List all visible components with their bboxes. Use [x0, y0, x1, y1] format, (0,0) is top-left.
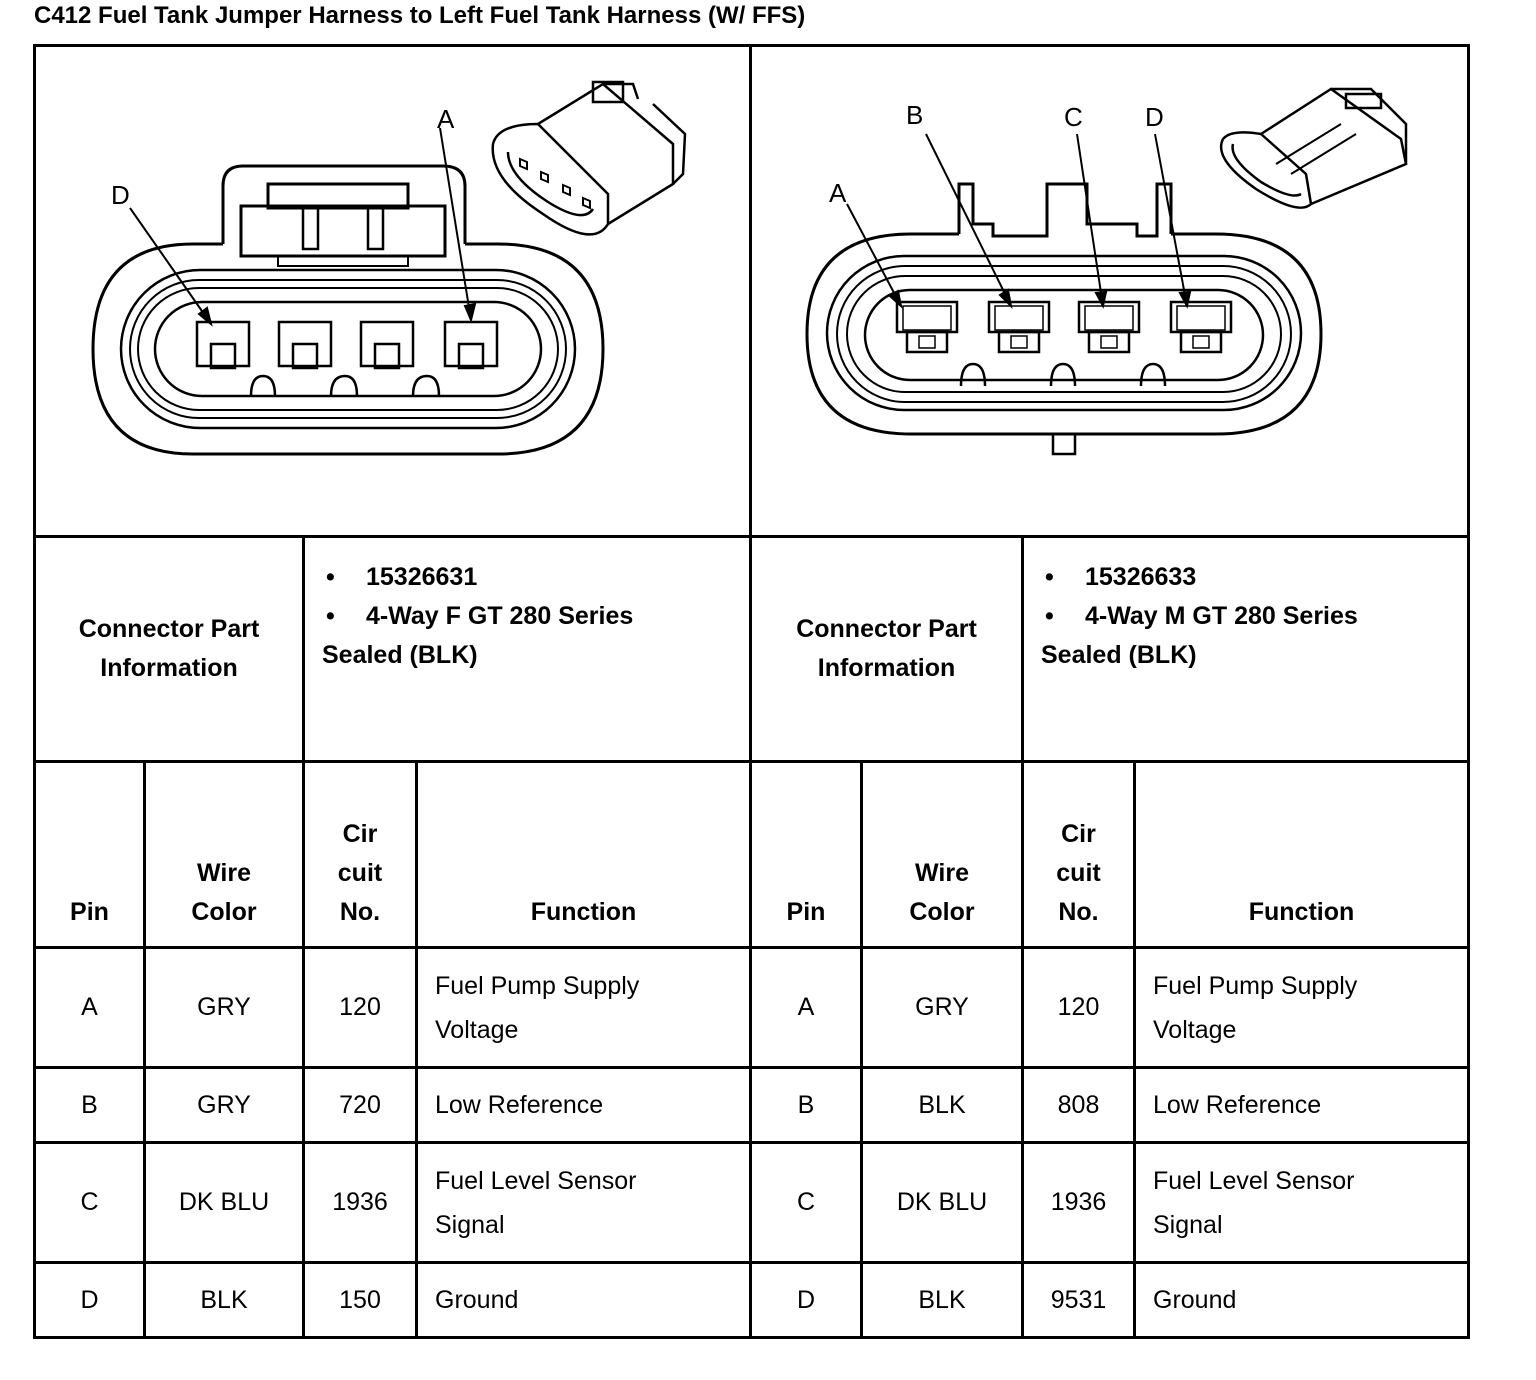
table-cell: DK BLU [896, 1188, 988, 1216]
female-pin-label-d: D [111, 180, 130, 210]
right-part-description-line1: 4-Way M GT 280 Series [1041, 597, 1467, 636]
table-cell: 120 [1057, 993, 1100, 1021]
male-pin-label-b: B [906, 100, 923, 130]
table-cell: A [81, 993, 98, 1021]
table-cell: Fuel Level Sensor Signal [435, 1166, 637, 1239]
table-cell: BLK [200, 1285, 248, 1314]
table-cell: 150 [339, 1285, 381, 1314]
table-cell: A [797, 993, 815, 1021]
table-cell: GRY [915, 993, 969, 1021]
table-cell: GRY [197, 1090, 251, 1119]
table-cell: GRY [197, 993, 251, 1021]
left-connector-part-info-label: Connector Part Information [78, 615, 260, 682]
left-part-description-line1: 4-Way F GT 280 Series [322, 597, 749, 636]
male-pin-label-c: C [1064, 102, 1083, 132]
table-cell: DK BLU [178, 1188, 270, 1216]
table-cell: Ground [1153, 1286, 1237, 1314]
table-cell: C [80, 1188, 99, 1216]
female-connector-iso-icon [491, 80, 687, 236]
table-cell: Ground [435, 1286, 519, 1314]
table-cell: 808 [1057, 1090, 1100, 1119]
table-cell: BLK [918, 1285, 966, 1314]
right-header-function: Function [1248, 898, 1355, 926]
table-cell: BLK [918, 1090, 966, 1119]
right-header-pin: Pin [786, 898, 826, 926]
right-header-circuit-no: Cir cuit No. [1056, 820, 1101, 926]
table-cell: Fuel Level Sensor Signal [1153, 1166, 1355, 1239]
table-cell: 1936 [1050, 1188, 1107, 1216]
right-connector-part-info-label: Connector Part Information [796, 615, 977, 682]
table-cell: 120 [339, 993, 381, 1021]
table-cell: B [797, 1090, 815, 1119]
left-header-function: Function [530, 898, 637, 926]
male-pin-label-a: A [829, 178, 847, 208]
table-cell: D [80, 1285, 99, 1314]
table-cell: B [81, 1090, 98, 1119]
table-cell: Fuel Pump Supply Voltage [435, 971, 640, 1044]
left-header-pin: Pin [70, 898, 109, 926]
table-cell: Low Reference [435, 1091, 604, 1119]
table-cell: 1936 [332, 1188, 388, 1216]
male-connector-iso-icon [1219, 87, 1408, 209]
right-header-wire-color: Wire Color [909, 859, 975, 926]
left-header-circuit-no: Cir cuit No. [337, 820, 383, 926]
table-cell: C [796, 1188, 816, 1216]
left-part-number: 15326631 [322, 558, 749, 597]
left-header-wire-color: Wire Color [191, 859, 257, 926]
table-cell: Low Reference [1153, 1091, 1322, 1119]
right-connector-part-details: 15326633 4-Way M GT 280 Series Sealed (B… [1024, 538, 1467, 760]
right-part-description-line2: Sealed (BLK) [1041, 641, 1197, 669]
table-cell: 720 [339, 1090, 381, 1119]
left-connector-part-details: 15326631 4-Way F GT 280 Series Sealed (B… [305, 538, 749, 760]
female-connector-face-drawing: A D [91, 80, 687, 456]
page-title: C412 Fuel Tank Jumper Harness to Left Fu… [34, 2, 806, 29]
male-connector-face-drawing: A B C D [805, 87, 1408, 456]
right-part-number: 15326633 [1041, 558, 1467, 597]
female-pin-label-a: A [437, 104, 455, 134]
left-part-description-line2: Sealed (BLK) [322, 641, 478, 669]
table-cell: D [796, 1285, 816, 1314]
table-cell: 9531 [1050, 1285, 1107, 1314]
male-pin-label-d: D [1145, 102, 1164, 132]
table-cell: Fuel Pump Supply Voltage [1153, 971, 1358, 1044]
